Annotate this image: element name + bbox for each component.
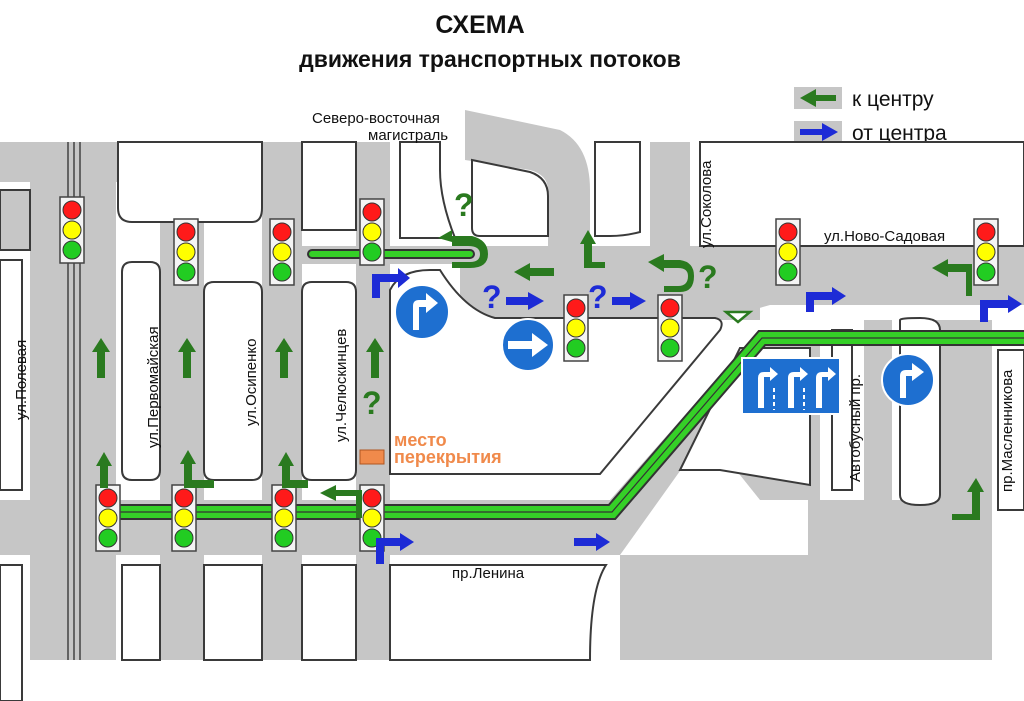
arrow-turn-up-icon <box>580 230 605 268</box>
street-label-osipenko: ул.Осипенко <box>243 339 260 426</box>
street-label-maslennikova: пр.Масленникова <box>999 369 1016 492</box>
closure-marker <box>359 449 385 465</box>
street-label-magistral-2: магистраль <box>368 127 448 144</box>
arrow-turn-right-icon <box>376 533 414 564</box>
traffic-light <box>95 484 121 552</box>
street-label-magistral-1: Северо-восточная <box>312 110 440 127</box>
arrow-turn-right-icon <box>980 295 1022 322</box>
street-label-lenina: пр.Ленина <box>452 565 525 582</box>
from-center-arrows <box>372 268 1022 564</box>
street-label-sokolova: ул.Соколова <box>698 160 715 248</box>
street-label-chelyuskintsev: ул.Челюскинцев <box>333 329 350 442</box>
arrow-turn-left-icon <box>320 485 362 518</box>
arrow-turn-right-icon <box>372 268 410 298</box>
legend-to-center: к центру <box>852 88 934 111</box>
map-subtitle: движения транспортных потоков <box>299 46 681 72</box>
map-title: СХЕМА <box>435 11 524 39</box>
arrow-up-icon <box>275 338 293 378</box>
traffic-light <box>563 294 589 362</box>
question-mark: ? <box>482 279 502 315</box>
arrow-left-icon <box>514 263 554 281</box>
arrow-turn-right-icon <box>278 452 308 488</box>
traffic-light <box>269 218 295 286</box>
question-mark: ? <box>588 279 608 315</box>
sign-turn-right-icon <box>394 284 450 340</box>
road-signs <box>394 284 935 415</box>
traffic-light <box>271 484 297 552</box>
yield-sign-icon <box>722 310 754 324</box>
traffic-light <box>171 484 197 552</box>
to-center-arrows <box>92 230 984 520</box>
arrow-right-icon <box>574 533 610 551</box>
traffic-light <box>59 196 85 264</box>
u-turn-icon <box>438 230 488 268</box>
arrow-left-icon <box>800 89 836 107</box>
arrow-turn-up-icon <box>952 478 984 520</box>
traffic-light <box>657 294 683 362</box>
traffic-light <box>173 218 199 286</box>
sign-lane-directions-icon <box>741 357 841 415</box>
arrow-turn-left-icon <box>932 259 972 296</box>
closure-label-1: место <box>394 430 447 450</box>
street-label-avtobusny: Автобусный пр. <box>847 374 864 482</box>
traffic-light <box>359 198 385 266</box>
arrow-up-icon <box>178 338 196 378</box>
question-mark: ? <box>698 259 718 295</box>
sign-turn-right-icon <box>881 353 935 407</box>
street-label-poleva: ул.Полевая <box>13 340 30 420</box>
traffic-light <box>775 218 801 286</box>
question-mark: ? <box>454 187 474 223</box>
arrow-turn-right-icon <box>806 287 846 312</box>
arrow-turn-right-icon <box>180 450 214 488</box>
arrow-right-icon <box>612 292 646 310</box>
sign-straight-only-icon <box>501 318 555 372</box>
closure-label-2: перекрытия <box>394 447 502 467</box>
street-label-pervomaiskaya: ул.Первомайская <box>145 326 162 448</box>
traffic-light <box>973 218 999 286</box>
question-mark: ? <box>362 385 382 421</box>
arrow-right-icon <box>800 123 838 141</box>
u-turn-icon <box>648 254 694 292</box>
arrow-right-icon <box>506 292 544 310</box>
legend: к центру от центра <box>794 87 947 145</box>
arrow-up-icon <box>92 338 110 378</box>
legend-from-center: от центра <box>852 122 947 145</box>
street-label-novo-sadovaya: ул.Ново-Садовая <box>824 228 945 245</box>
arrow-up-icon <box>366 338 384 378</box>
arrow-up-icon <box>96 452 112 488</box>
city-blocks <box>0 141 1024 701</box>
